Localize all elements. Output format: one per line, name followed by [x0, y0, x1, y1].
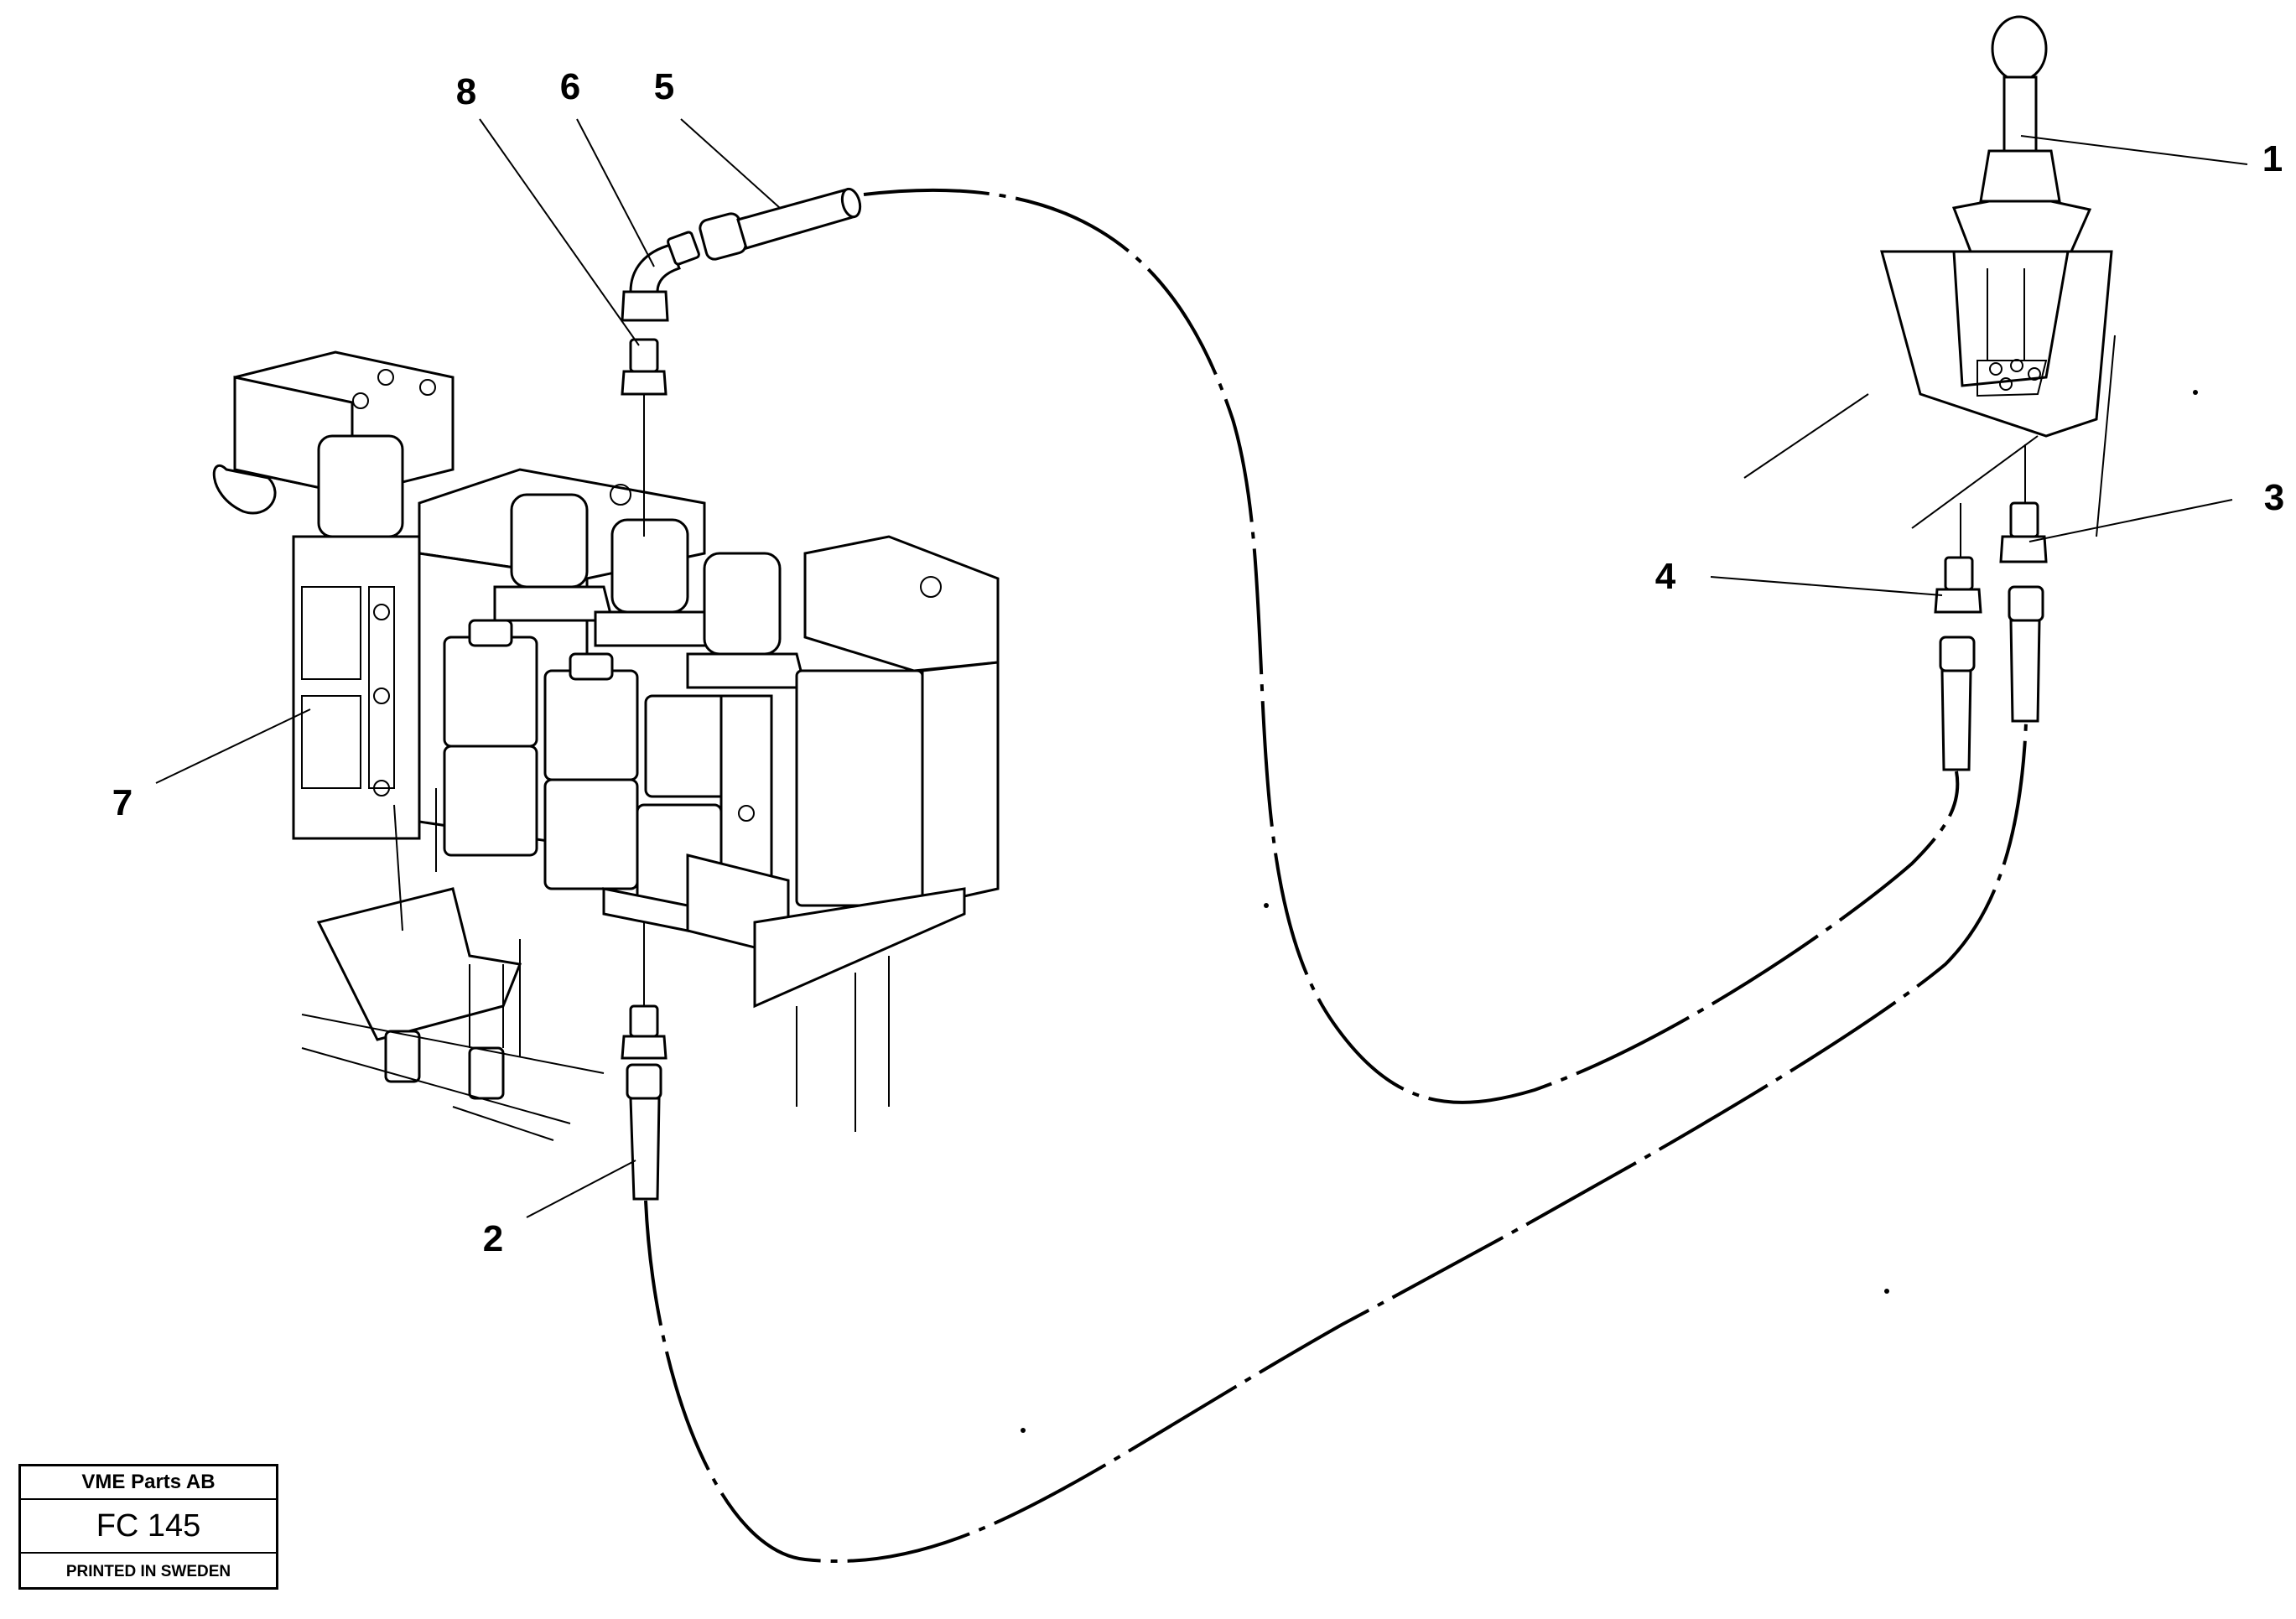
printed-note: PRINTED IN SWEDEN — [65, 1563, 231, 1580]
callout-4: 4 — [1655, 556, 1676, 597]
callout-5: 5 — [654, 66, 674, 107]
elbow-fitting-6 — [621, 231, 700, 322]
company-name: VME Parts AB — [21, 1466, 276, 1500]
callout-3: 3 — [2264, 477, 2284, 518]
figure-code: FC 145 — [21, 1500, 276, 1554]
callout-6: 6 — [560, 66, 580, 107]
valve-block — [212, 350, 1000, 1141]
fitting-8 — [621, 338, 668, 537]
callout-1: 1 — [2262, 138, 2283, 179]
leader-lines — [155, 118, 2248, 1218]
fitting-3 — [1999, 444, 2048, 723]
callout-7-8: 8 — [456, 71, 476, 112]
hose-route-5 — [863, 188, 1960, 1104]
callout-7: 7 — [112, 782, 132, 823]
title-block: VME Parts AB FC 145 PRINTED IN SWEDEN — [18, 1464, 278, 1590]
hose-5 — [699, 187, 862, 261]
joystick-lever — [1743, 15, 2116, 537]
fitting-4 — [1934, 503, 1982, 771]
hose-route-2 — [644, 722, 2028, 1564]
fitting-2 — [621, 922, 668, 1201]
callout-2: 2 — [483, 1218, 503, 1259]
